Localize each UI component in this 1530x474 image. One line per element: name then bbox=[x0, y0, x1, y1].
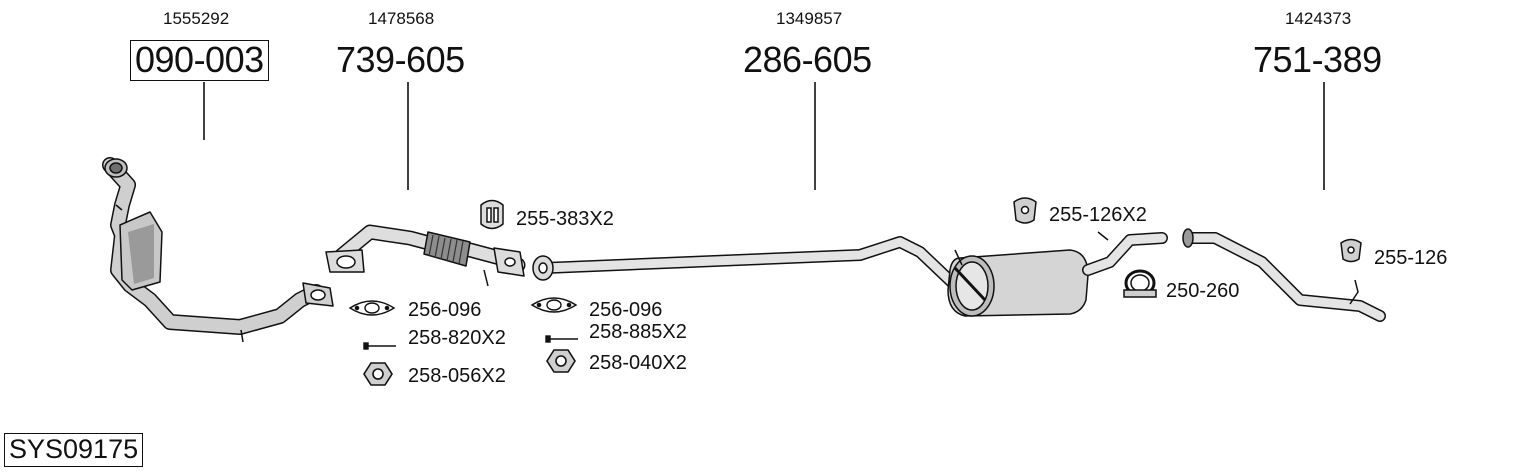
part-number-catalyst: 090-003 bbox=[130, 40, 269, 81]
accessory-label-bolt-middle: 258-885X2 bbox=[589, 321, 687, 343]
hanger-rear-icon bbox=[1013, 197, 1037, 224]
middle-silencer-drawing bbox=[532, 231, 1168, 317]
part-number-front-pipe: 739-605 bbox=[336, 39, 465, 80]
accessory-label-gasket-middle: 256-096 bbox=[589, 299, 663, 321]
gasket-middle-icon bbox=[530, 297, 578, 313]
part-number-middle-silencer: 286-605 bbox=[743, 39, 872, 80]
gasket-front-icon bbox=[348, 300, 396, 316]
accessory-label-hanger-tail: 255-126 bbox=[1374, 247, 1448, 269]
hanger-rubber-icon bbox=[480, 199, 504, 230]
catalytic-converter-drawing bbox=[102, 157, 334, 343]
oem-number-middle-silencer: 1349857 bbox=[776, 9, 843, 28]
accessory-label-clamp: 250-260 bbox=[1166, 280, 1240, 302]
accessory-label-nut-middle: 258-040X2 bbox=[589, 352, 687, 374]
accessory-label-hanger-rear: 255-126X2 bbox=[1049, 204, 1147, 226]
tail-pipe-drawing bbox=[1182, 228, 1386, 322]
oem-number-catalyst: 1555292 bbox=[163, 9, 230, 28]
oem-number-tail-pipe: 1424373 bbox=[1285, 9, 1352, 28]
clamp-icon bbox=[1123, 269, 1157, 298]
oem-number-front-pipe: 1478568 bbox=[368, 9, 435, 28]
accessory-label-nut-front: 258-056X2 bbox=[408, 365, 506, 387]
nut-front-icon bbox=[363, 362, 393, 386]
accessory-label-gasket-front: 256-096 bbox=[408, 299, 482, 321]
bolt-front-icon bbox=[363, 342, 396, 350]
bolt-middle-icon bbox=[545, 335, 578, 343]
part-number-tail-pipe: 751-389 bbox=[1253, 39, 1382, 80]
hanger-tail-icon bbox=[1340, 238, 1362, 263]
accessory-label-hanger-rubber: 255-383X2 bbox=[516, 208, 614, 230]
nut-middle-icon bbox=[546, 349, 576, 373]
system-code: SYS09175 bbox=[4, 433, 144, 467]
leader-lines bbox=[203, 82, 1325, 190]
accessory-label-bolt-front: 258-820X2 bbox=[408, 327, 506, 349]
front-pipe-drawing bbox=[325, 224, 526, 287]
